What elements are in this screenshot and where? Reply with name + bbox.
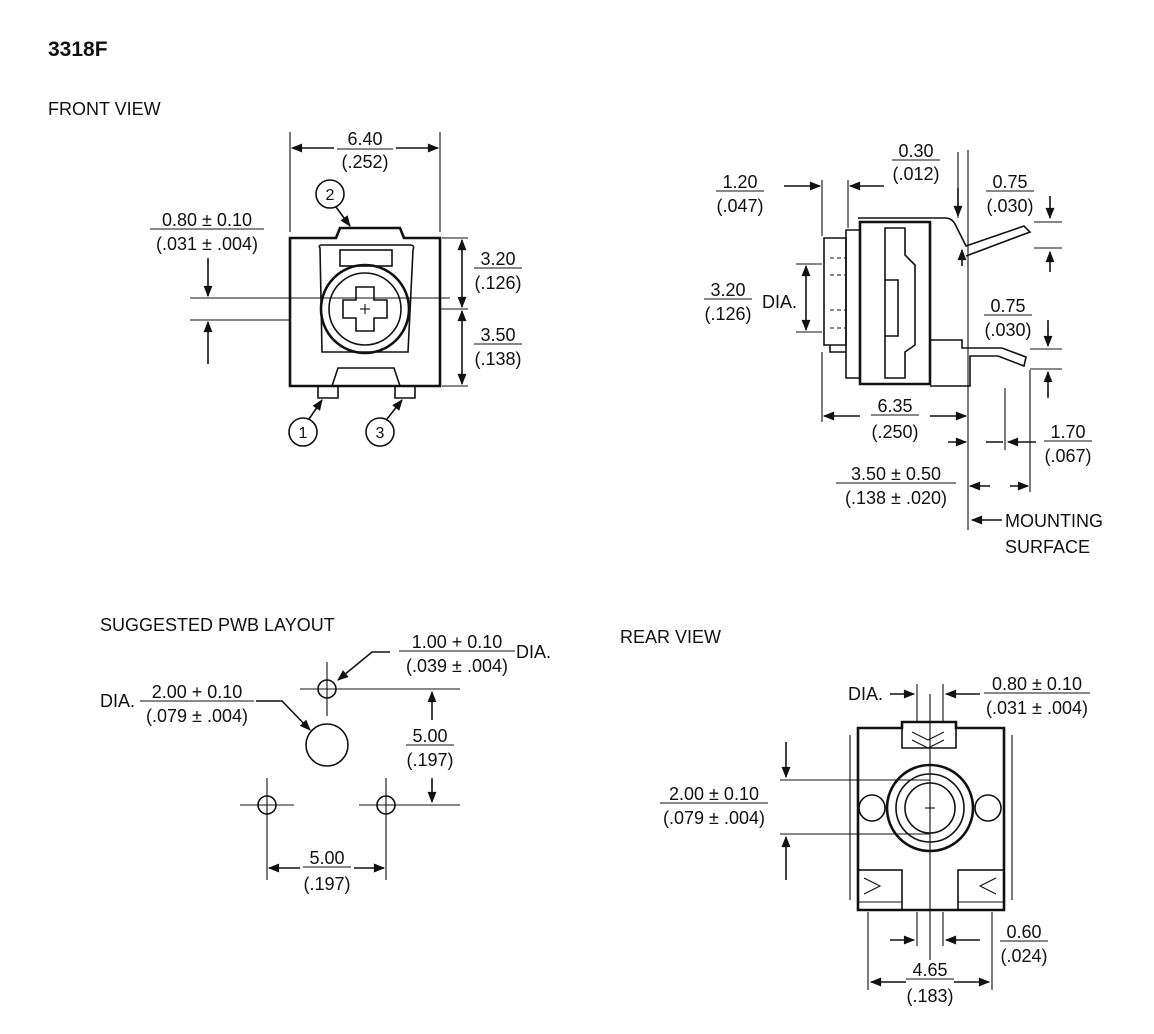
front-view: FRONT VIEW 6.40 (.252) 0.80 ± xyxy=(48,99,522,447)
side-dim-320-mm: 3.20 xyxy=(710,280,745,300)
rear-top-mm: 0.80 ± 0.10 xyxy=(992,674,1082,694)
side-dim-635-mm: 6.35 xyxy=(877,396,912,416)
pwb-large-hole-mm: 2.00 + 0.10 xyxy=(152,682,243,702)
svg-text:2: 2 xyxy=(326,187,335,204)
pwb-heading: SUGGESTED PWB LAYOUT xyxy=(100,615,335,635)
front-upper-height-in: (.126) xyxy=(474,273,521,293)
svg-text:3: 3 xyxy=(376,425,385,442)
side-dim-170-in: (.067) xyxy=(1044,446,1091,466)
rear-width-mm: 4.65 xyxy=(912,960,947,980)
rear-hole-mm: 2.00 ± 0.10 xyxy=(669,784,759,804)
front-offset-in: (.031 ± .004) xyxy=(156,234,258,254)
side-dim-120-in: (.047) xyxy=(716,196,763,216)
pwb-large-hole-dia: DIA. xyxy=(100,691,135,711)
side-dim-075a-mm: 0.75 xyxy=(992,172,1027,192)
pwb-small-hole-mm: 1.00 + 0.10 xyxy=(412,632,503,652)
rear-width-in: (.183) xyxy=(906,986,953,1006)
pin-3-callout: 3 xyxy=(365,399,403,447)
svg-text:1: 1 xyxy=(299,425,308,442)
pwb-small-hole-in: (.039 ± .004) xyxy=(406,656,508,676)
side-dim-030-in: (.012) xyxy=(892,164,939,184)
front-width-in: (.252) xyxy=(341,152,388,172)
side-dim-120-mm: 1.20 xyxy=(722,172,757,192)
side-view-body xyxy=(823,150,1032,530)
rear-top-in: (.031 ± .004) xyxy=(986,698,1088,718)
rear-view: REAR VIEW DIA. xyxy=(620,627,1090,1006)
front-lower-height-in: (.138) xyxy=(474,349,521,369)
rear-dia-label: DIA. xyxy=(848,684,883,704)
side-dim-030-mm: 0.30 xyxy=(898,141,933,161)
side-dim-635-in: (.250) xyxy=(871,422,918,442)
pwb-layout: SUGGESTED PWB LAYOUT 1.00 + 0.10 (.039 ±… xyxy=(100,615,551,894)
pin-1-callout: 1 xyxy=(288,399,323,447)
front-lower-height-mm: 3.50 xyxy=(480,325,515,345)
pin-2-callout: 2 xyxy=(315,179,351,227)
side-dim-350-in: (.138 ± .020) xyxy=(845,488,947,508)
rear-view-body xyxy=(849,720,1013,912)
side-dim-075b-in: (.030) xyxy=(984,320,1031,340)
page-title: 3318F xyxy=(48,38,108,61)
rear-gap-in: (.024) xyxy=(1000,946,1047,966)
side-dim-350-mm: 3.50 ± 0.50 xyxy=(851,464,941,484)
pwb-vertical-in: (.197) xyxy=(406,750,453,770)
front-width-mm: 6.40 xyxy=(347,129,382,149)
rear-view-heading: REAR VIEW xyxy=(620,627,721,647)
pwb-horizontal-in: (.197) xyxy=(303,874,350,894)
side-dim-320-dia: DIA. xyxy=(762,292,797,312)
front-view-body xyxy=(288,226,442,399)
side-dim-075a-in: (.030) xyxy=(986,196,1033,216)
front-view-heading: FRONT VIEW xyxy=(48,99,161,119)
mounting-surface-line2: SURFACE xyxy=(1005,537,1090,557)
pwb-large-hole xyxy=(305,723,349,767)
side-view: 1.20 (.047) 0.30 (.012) 0.75 (.030) 3.20… xyxy=(704,141,1103,557)
side-dim-075b-mm: 0.75 xyxy=(990,296,1025,316)
pwb-large-hole-in: (.079 ± .004) xyxy=(146,706,248,726)
rear-gap-mm: 0.60 xyxy=(1006,922,1041,942)
pwb-horizontal-mm: 5.00 xyxy=(309,848,344,868)
pwb-small-hole-dia: DIA. xyxy=(516,642,551,662)
rear-hole-in: (.079 ± .004) xyxy=(663,808,765,828)
front-upper-height-mm: 3.20 xyxy=(480,249,515,269)
front-offset-mm: 0.80 ± 0.10 xyxy=(162,210,252,230)
side-dim-170-mm: 1.70 xyxy=(1050,422,1085,442)
side-dim-320-in: (.126) xyxy=(704,304,751,324)
mounting-surface-line1: MOUNTING xyxy=(1005,511,1103,531)
pwb-vertical-mm: 5.00 xyxy=(412,726,447,746)
